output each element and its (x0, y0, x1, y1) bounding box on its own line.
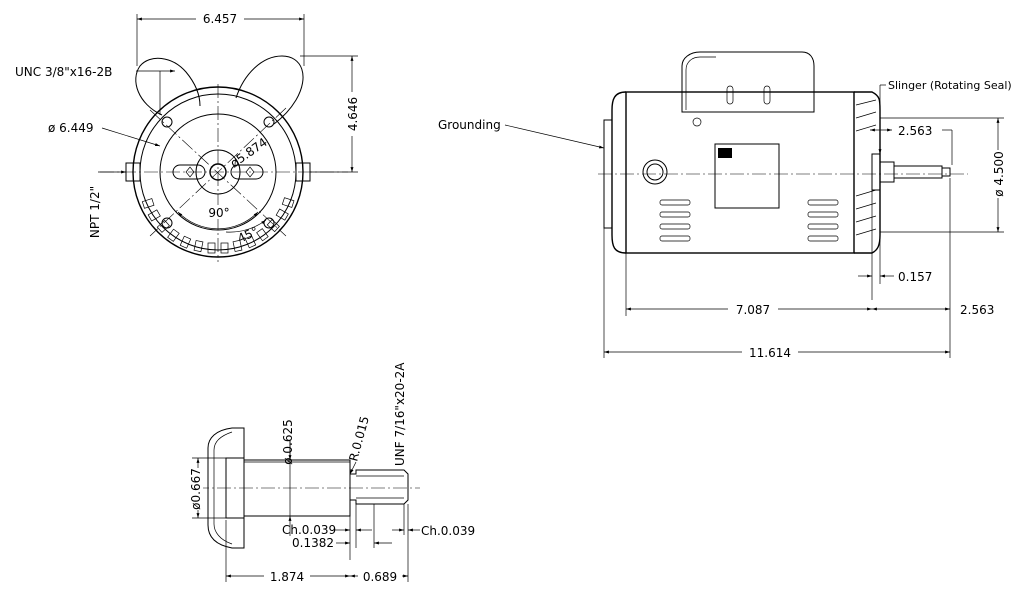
label-bolt-circle: ø 6.449 (48, 121, 94, 135)
dim-slinger-gap: 0.157 (898, 270, 932, 284)
label-thread: UNF 7/16"x20-2A (393, 362, 407, 466)
bolt-hole-top-right (263, 116, 275, 128)
dim-shaft-length: 2.563 (960, 303, 994, 317)
dim-overall-width: 6.457 (203, 12, 237, 26)
conduit-boss (642, 159, 668, 185)
shaft (893, 165, 943, 179)
capacitor-box (681, 51, 815, 113)
vent-slots (141, 197, 295, 254)
detail-slinger (207, 427, 245, 549)
hub-slot-left (172, 164, 206, 180)
bolt-hole-bottom-left (161, 217, 173, 229)
dim-body-length: 7.087 (736, 303, 770, 317)
dim-shaft-extension: 2.563 (898, 124, 932, 138)
dim-flange-dia: ø 4.500 (992, 151, 1006, 197)
slinger (871, 153, 881, 191)
endbell-fins (855, 99, 877, 236)
label-tap-thread: UNC 3/8"x16-2B (15, 65, 112, 79)
label-slinger: Slinger (Rotating Seal) (888, 79, 1012, 92)
dim-shaft-dia: ø 0.625 (281, 419, 295, 465)
label-fillet: R.0.015 (346, 415, 371, 463)
front-endbell (854, 91, 881, 254)
detail-thread (349, 469, 409, 505)
label-chamfer-1: Ch.0.039 (282, 523, 336, 537)
dim-height: 4.646 (346, 97, 360, 131)
nameplate (714, 143, 780, 209)
motor-body (625, 91, 855, 254)
dim-slinger-dia: ø0.667 (189, 468, 203, 510)
right-mounting-ear (235, 55, 304, 125)
rear-cap (611, 91, 627, 254)
front-view: 6.457 4.646 UNC 3/8"x16-2B ø 6.449 ø5.87… (15, 11, 360, 262)
label-angle-90: 90° (208, 206, 229, 220)
shaft-detail: ø 0.625 ø0.667 R.0.015 UNF 7/16"x20-2A C… (189, 362, 475, 584)
body-vents (659, 199, 839, 242)
dim-length-1: 1.874 (270, 570, 304, 584)
side-view: Grounding Slinger (Rotating Seal) 2.563 … (438, 51, 1012, 360)
dim-overall-length: 11.614 (749, 346, 791, 360)
left-mounting-ear (135, 57, 201, 116)
bolt-hole-top-left (161, 116, 173, 128)
label-conduit: NPT 1/2" (88, 186, 102, 238)
label-angle-45: 45° (235, 224, 260, 246)
label-grounding: Grounding (438, 118, 501, 132)
label-step: 0.1382 (292, 536, 334, 550)
hub-slot-right (230, 164, 264, 180)
dim-length-2: 0.689 (363, 570, 397, 584)
label-chamfer-2: Ch.0.039 (421, 524, 475, 538)
